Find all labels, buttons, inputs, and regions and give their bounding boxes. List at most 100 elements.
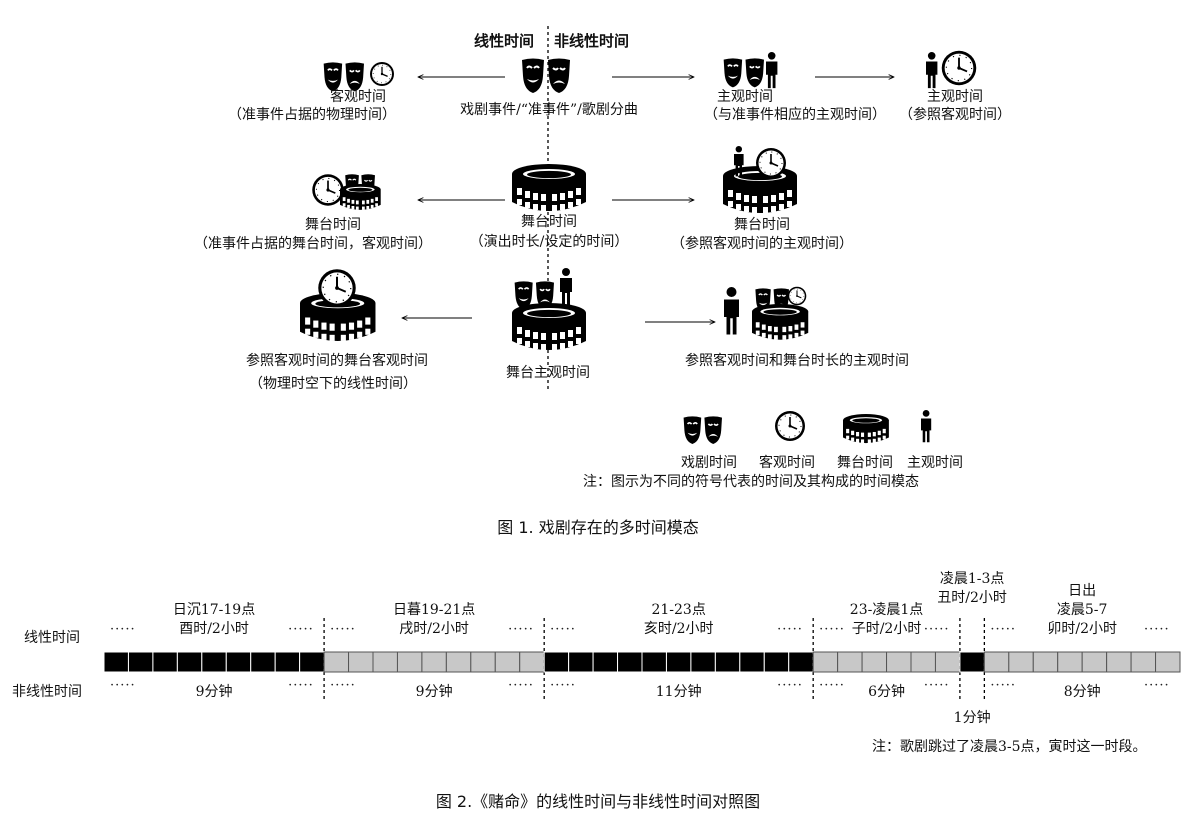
person-icon <box>921 410 932 443</box>
dotted-leader: ····· <box>923 622 950 637</box>
timeline-cell <box>445 651 472 673</box>
stage-icon <box>752 304 809 340</box>
person-icon <box>560 268 572 306</box>
dotted-leader: ····· <box>777 678 803 693</box>
figure2-note: 注：歌剧跳过了凌晨3-5点，寅时这一时段。 <box>872 739 1147 755</box>
dotted-leader: ····· <box>110 622 136 637</box>
timeline-cell <box>592 651 619 673</box>
timeline-cell <box>1032 651 1059 673</box>
masks-icon <box>682 415 723 445</box>
timeline-cell <box>812 651 839 673</box>
masks-icon <box>722 57 765 89</box>
segment-time-text: 亥时/2小时 <box>643 621 714 637</box>
dotted-leader: ····· <box>990 678 1017 693</box>
masks-icon <box>521 57 571 94</box>
timeline-cell <box>1130 651 1157 673</box>
clock-icon <box>317 268 357 308</box>
clock-icon <box>369 61 395 87</box>
timeline-cell <box>1008 651 1034 673</box>
dotted-leader: ····· <box>330 678 356 693</box>
row2-right-title: 舞台时间 <box>734 217 790 233</box>
segment-duration-label: 1分钟 <box>953 710 991 726</box>
stage-icon <box>512 164 586 211</box>
row1-right2-sub: （参照客观时间） <box>899 107 1011 123</box>
row-label-linear: 线性时间 <box>24 630 80 646</box>
timeline-bar <box>103 618 1181 702</box>
timeline-cell <box>1106 651 1132 673</box>
figure1-caption: 图 1. 戏剧存在的多时间模态 <box>497 518 699 537</box>
clock-icon <box>755 147 787 179</box>
dotted-leader: ····· <box>550 678 576 693</box>
segment-time-text: 酉时/2小时 <box>179 621 249 637</box>
row3-left-sub: （物理时空下的线性时间） <box>249 376 417 392</box>
segment-duration-label: 9分钟 <box>195 684 233 700</box>
segment-time-label: 日沉17-19点酉时/2小时 <box>173 601 255 639</box>
row2-center-title: 舞台时间 <box>521 214 577 230</box>
stage-icon <box>843 414 889 444</box>
timeline-cell <box>665 651 692 673</box>
person-icon <box>724 287 739 335</box>
dotted-leader: ····· <box>1144 678 1170 693</box>
segment-duration-label: 9分钟 <box>415 684 453 700</box>
timeline-cell <box>1057 651 1083 673</box>
segment-time-text: 丑时/2小时 <box>937 590 1007 606</box>
clock-icon <box>787 286 807 306</box>
header-linear-time: 线性时间 <box>474 32 535 50</box>
header-nonlinear-time: 非线性时间 <box>554 32 630 50</box>
row1-right1-sub: （与准事件相应的主观时间） <box>704 107 886 123</box>
timeline-cell <box>348 651 374 673</box>
segment-time-text: 日沉17-19点 <box>172 602 256 618</box>
timeline-cell <box>274 651 301 673</box>
timeline-cell <box>617 651 643 673</box>
segment-time-text: 日暮19-21点 <box>392 602 476 618</box>
dotted-leader: ····· <box>330 622 356 637</box>
row1-right2-title: 主观时间 <box>927 89 983 105</box>
row1-left-title: 客观时间 <box>330 89 386 105</box>
timeline-cell <box>861 651 888 673</box>
segment-duration-label: 6分钟 <box>868 684 905 700</box>
dotted-leader: ····· <box>508 622 534 637</box>
legend-note: 注：图示为不同的符号代表的时间及其构成的时间模态 <box>583 474 919 490</box>
timeline-cell <box>959 651 985 673</box>
timeline-cell <box>103 651 129 673</box>
segment-duration-label: 11分钟 <box>655 684 702 700</box>
timeline-cell <box>299 651 325 673</box>
timeline-cell <box>152 651 178 673</box>
timeline-cell <box>1081 651 1108 673</box>
dotted-leader: ····· <box>819 622 845 637</box>
timeline-cell <box>201 651 227 673</box>
clock-icon <box>940 49 978 87</box>
timeline-cell <box>739 651 765 673</box>
dotted-leader: ····· <box>110 678 136 693</box>
person-icon <box>926 52 938 89</box>
legend-subjective-time: 主观时间 <box>907 455 963 471</box>
dotted-leader: ····· <box>288 678 314 693</box>
clock-icon <box>311 173 345 207</box>
timeline-cell <box>837 651 863 673</box>
row2-left-title: 舞台时间 <box>305 217 361 233</box>
timeline-cell <box>470 651 496 673</box>
stage-icon <box>512 303 586 350</box>
dotted-leader: ····· <box>288 622 314 637</box>
timeline-cell <box>323 651 350 673</box>
segment-time-label: 日暮19-21点戌时/2小时 <box>393 601 475 639</box>
timeline-cell <box>910 651 936 673</box>
legend-stage-time: 舞台时间 <box>837 455 893 471</box>
timeline-cell <box>519 651 545 673</box>
timeline-cell <box>176 651 203 673</box>
row2-left-sub: （准事件占据的舞台时间，客观时间） <box>194 236 432 252</box>
segment-time-label: 23-凌晨1点子时/2小时 <box>850 601 923 639</box>
row1-right1-title: 主观时间 <box>717 89 773 105</box>
timeline-cell <box>886 651 912 673</box>
dotted-leader: ····· <box>508 678 534 693</box>
segment-time-text: 23-凌晨1点 <box>849 602 924 618</box>
segment-time-label: 凌晨1-3点丑时/2小时 <box>937 570 1007 608</box>
segment-time-text: 卯时/2小时 <box>1047 621 1117 637</box>
legend-drama-time: 戏剧时间 <box>681 455 737 471</box>
row-label-nonlinear: 非线性时间 <box>12 684 82 700</box>
timeline-cell <box>225 651 252 673</box>
timeline-cell <box>127 651 154 673</box>
row3-right: 参照客观时间和舞台时长的主观时间 <box>685 353 909 369</box>
